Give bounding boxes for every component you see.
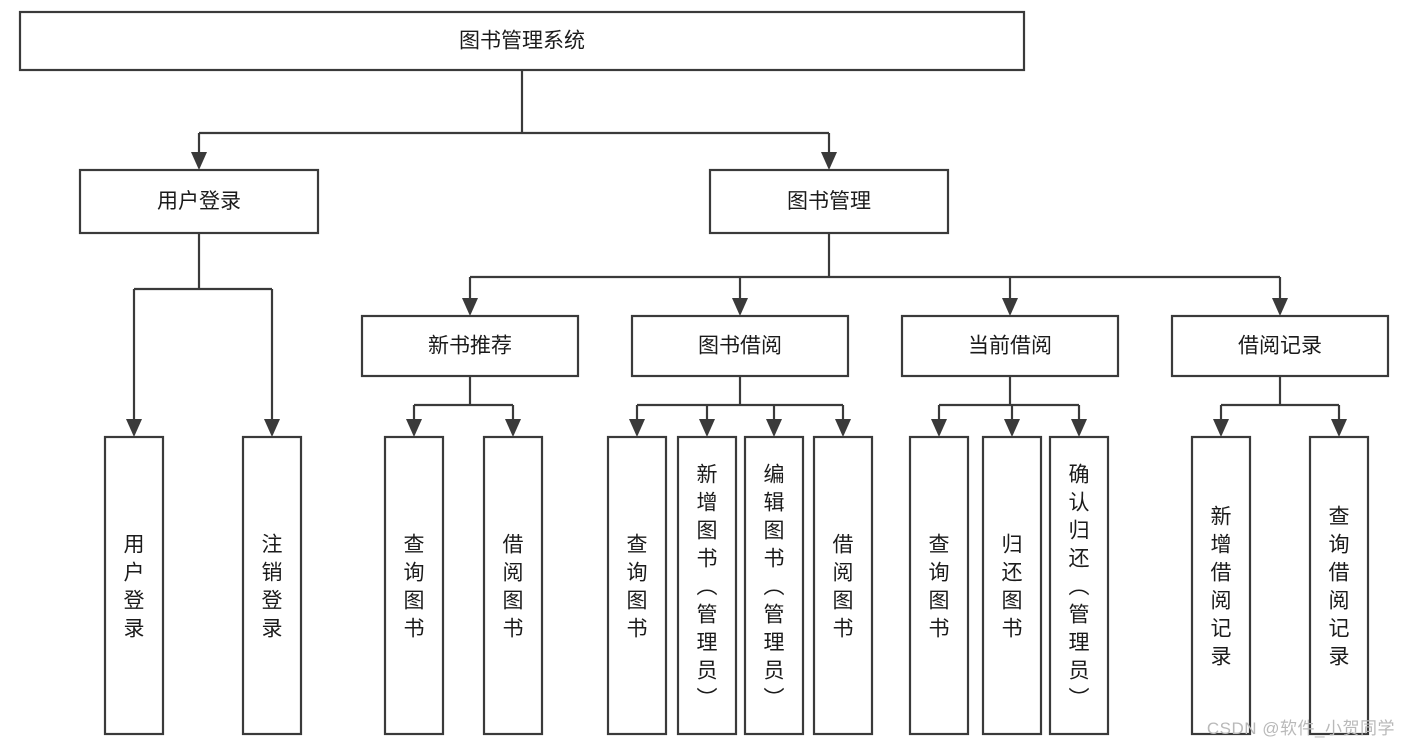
node-box-root[interactable]	[18, 10, 1026, 72]
node-book-manage[interactable]: 图书管理	[708, 168, 950, 235]
node-leaf-nb-query[interactable]: 查询图书	[383, 435, 445, 736]
node-box-book-borrow[interactable]	[630, 314, 850, 378]
node-label-leaf-cb-return: 归还图书	[1002, 534, 1023, 641]
arrowhead-user-login	[191, 152, 207, 170]
watermark-text: CSDN @软件_小贺同学	[1206, 719, 1395, 738]
node-box-leaf-nb-query[interactable]	[383, 435, 445, 736]
node-leaf-bb-edit[interactable]: 编辑图书︵管理员︶	[743, 435, 805, 736]
node-borrow-record[interactable]: 借阅记录	[1170, 314, 1390, 378]
node-label-leaf-bb-query: 查询图书	[627, 534, 648, 641]
node-label-leaf-cb-confirm: 确认归还︵管理员︶	[1069, 464, 1090, 711]
arrowhead-leaf-cb-return	[1004, 419, 1020, 437]
node-box-user-login[interactable]	[78, 168, 320, 235]
arrowhead-leaf-cb-query	[931, 419, 947, 437]
arrowhead-new-book-rec	[462, 298, 478, 316]
node-label-leaf-bb-add: 新增图书︵管理员︶	[697, 464, 718, 711]
node-leaf-cb-return[interactable]: 归还图书	[981, 435, 1043, 736]
node-leaf-cb-confirm[interactable]: 确认归还︵管理员︶	[1048, 435, 1110, 736]
node-leaf-nb-borrow[interactable]: 借阅图书	[482, 435, 544, 736]
node-label-user-login: 用户登录	[157, 190, 241, 213]
arrowhead-leaf-br-query	[1331, 419, 1347, 437]
arrowhead-leaf-bb-edit	[766, 419, 782, 437]
node-book-borrow[interactable]: 图书借阅	[630, 314, 850, 378]
node-box-leaf-br-add[interactable]	[1190, 435, 1252, 736]
node-label-book-manage: 图书管理	[787, 190, 871, 213]
arrowhead-leaf-logout	[264, 419, 280, 437]
node-box-current-borrow[interactable]	[900, 314, 1120, 378]
node-box-leaf-user-login[interactable]	[103, 435, 165, 736]
node-label-root: 图书管理系统	[459, 30, 585, 53]
node-new-book-rec[interactable]: 新书推荐	[360, 314, 580, 378]
node-label-leaf-cb-query: 查询图书	[929, 534, 950, 641]
arrowhead-leaf-user-login	[126, 419, 142, 437]
node-box-leaf-cb-confirm[interactable]	[1048, 435, 1110, 736]
arrowhead-leaf-cb-confirm	[1071, 419, 1087, 437]
node-box-new-book-rec[interactable]	[360, 314, 580, 378]
node-box-leaf-cb-return[interactable]	[981, 435, 1043, 736]
node-box-leaf-bb-add[interactable]	[676, 435, 738, 736]
edges-layer	[126, 70, 1347, 437]
node-label-borrow-record: 借阅记录	[1238, 335, 1322, 358]
node-leaf-cb-query[interactable]: 查询图书	[908, 435, 970, 736]
node-label-leaf-user-login: 用户登录	[124, 534, 145, 641]
arrowhead-borrow-record	[1272, 298, 1288, 316]
node-root[interactable]: 图书管理系统	[18, 10, 1026, 72]
node-box-leaf-br-query[interactable]	[1308, 435, 1370, 736]
node-user-login[interactable]: 用户登录	[78, 168, 320, 235]
node-box-leaf-bb-edit[interactable]	[743, 435, 805, 736]
arrowhead-book-manage	[821, 152, 837, 170]
node-label-new-book-rec: 新书推荐	[428, 335, 512, 358]
node-label-leaf-bb-edit: 编辑图书︵管理员︶	[764, 464, 785, 711]
node-box-leaf-bb-query[interactable]	[606, 435, 668, 736]
node-label-leaf-nb-borrow: 借阅图书	[503, 534, 524, 641]
nodes-layer: 图书管理系统用户登录图书管理新书推荐图书借阅当前借阅借阅记录用户登录注销登录查询…	[18, 10, 1390, 736]
node-label-current-borrow: 当前借阅	[968, 335, 1052, 358]
node-leaf-user-login[interactable]: 用户登录	[103, 435, 165, 736]
node-leaf-bb-query[interactable]: 查询图书	[606, 435, 668, 736]
node-box-borrow-record[interactable]	[1170, 314, 1390, 378]
node-label-leaf-bb-borrow: 借阅图书	[833, 534, 854, 641]
node-label-leaf-nb-query: 查询图书	[404, 534, 425, 641]
node-label-leaf-logout: 注销登录	[262, 534, 283, 641]
arrowhead-leaf-bb-add	[699, 419, 715, 437]
node-label-leaf-br-add: 新增借阅记录	[1211, 506, 1232, 669]
arrowhead-leaf-bb-borrow	[835, 419, 851, 437]
arrowhead-leaf-nb-query	[406, 419, 422, 437]
node-box-book-manage[interactable]	[708, 168, 950, 235]
arrowhead-leaf-br-add	[1213, 419, 1229, 437]
node-box-leaf-logout[interactable]	[241, 435, 303, 736]
node-box-leaf-bb-borrow[interactable]	[812, 435, 874, 736]
node-leaf-br-query[interactable]: 查询借阅记录	[1308, 435, 1370, 736]
arrowhead-book-borrow	[732, 298, 748, 316]
node-label-book-borrow: 图书借阅	[698, 335, 782, 358]
node-leaf-br-add[interactable]: 新增借阅记录	[1190, 435, 1252, 736]
arrowhead-leaf-bb-query	[629, 419, 645, 437]
node-current-borrow[interactable]: 当前借阅	[900, 314, 1120, 378]
node-box-leaf-cb-query[interactable]	[908, 435, 970, 736]
node-box-leaf-nb-borrow[interactable]	[482, 435, 544, 736]
arrowhead-current-borrow	[1002, 298, 1018, 316]
node-label-leaf-br-query: 查询借阅记录	[1329, 506, 1350, 669]
node-leaf-logout[interactable]: 注销登录	[241, 435, 303, 736]
node-leaf-bb-add[interactable]: 新增图书︵管理员︶	[676, 435, 738, 736]
arrowhead-leaf-nb-borrow	[505, 419, 521, 437]
node-leaf-bb-borrow[interactable]: 借阅图书	[812, 435, 874, 736]
